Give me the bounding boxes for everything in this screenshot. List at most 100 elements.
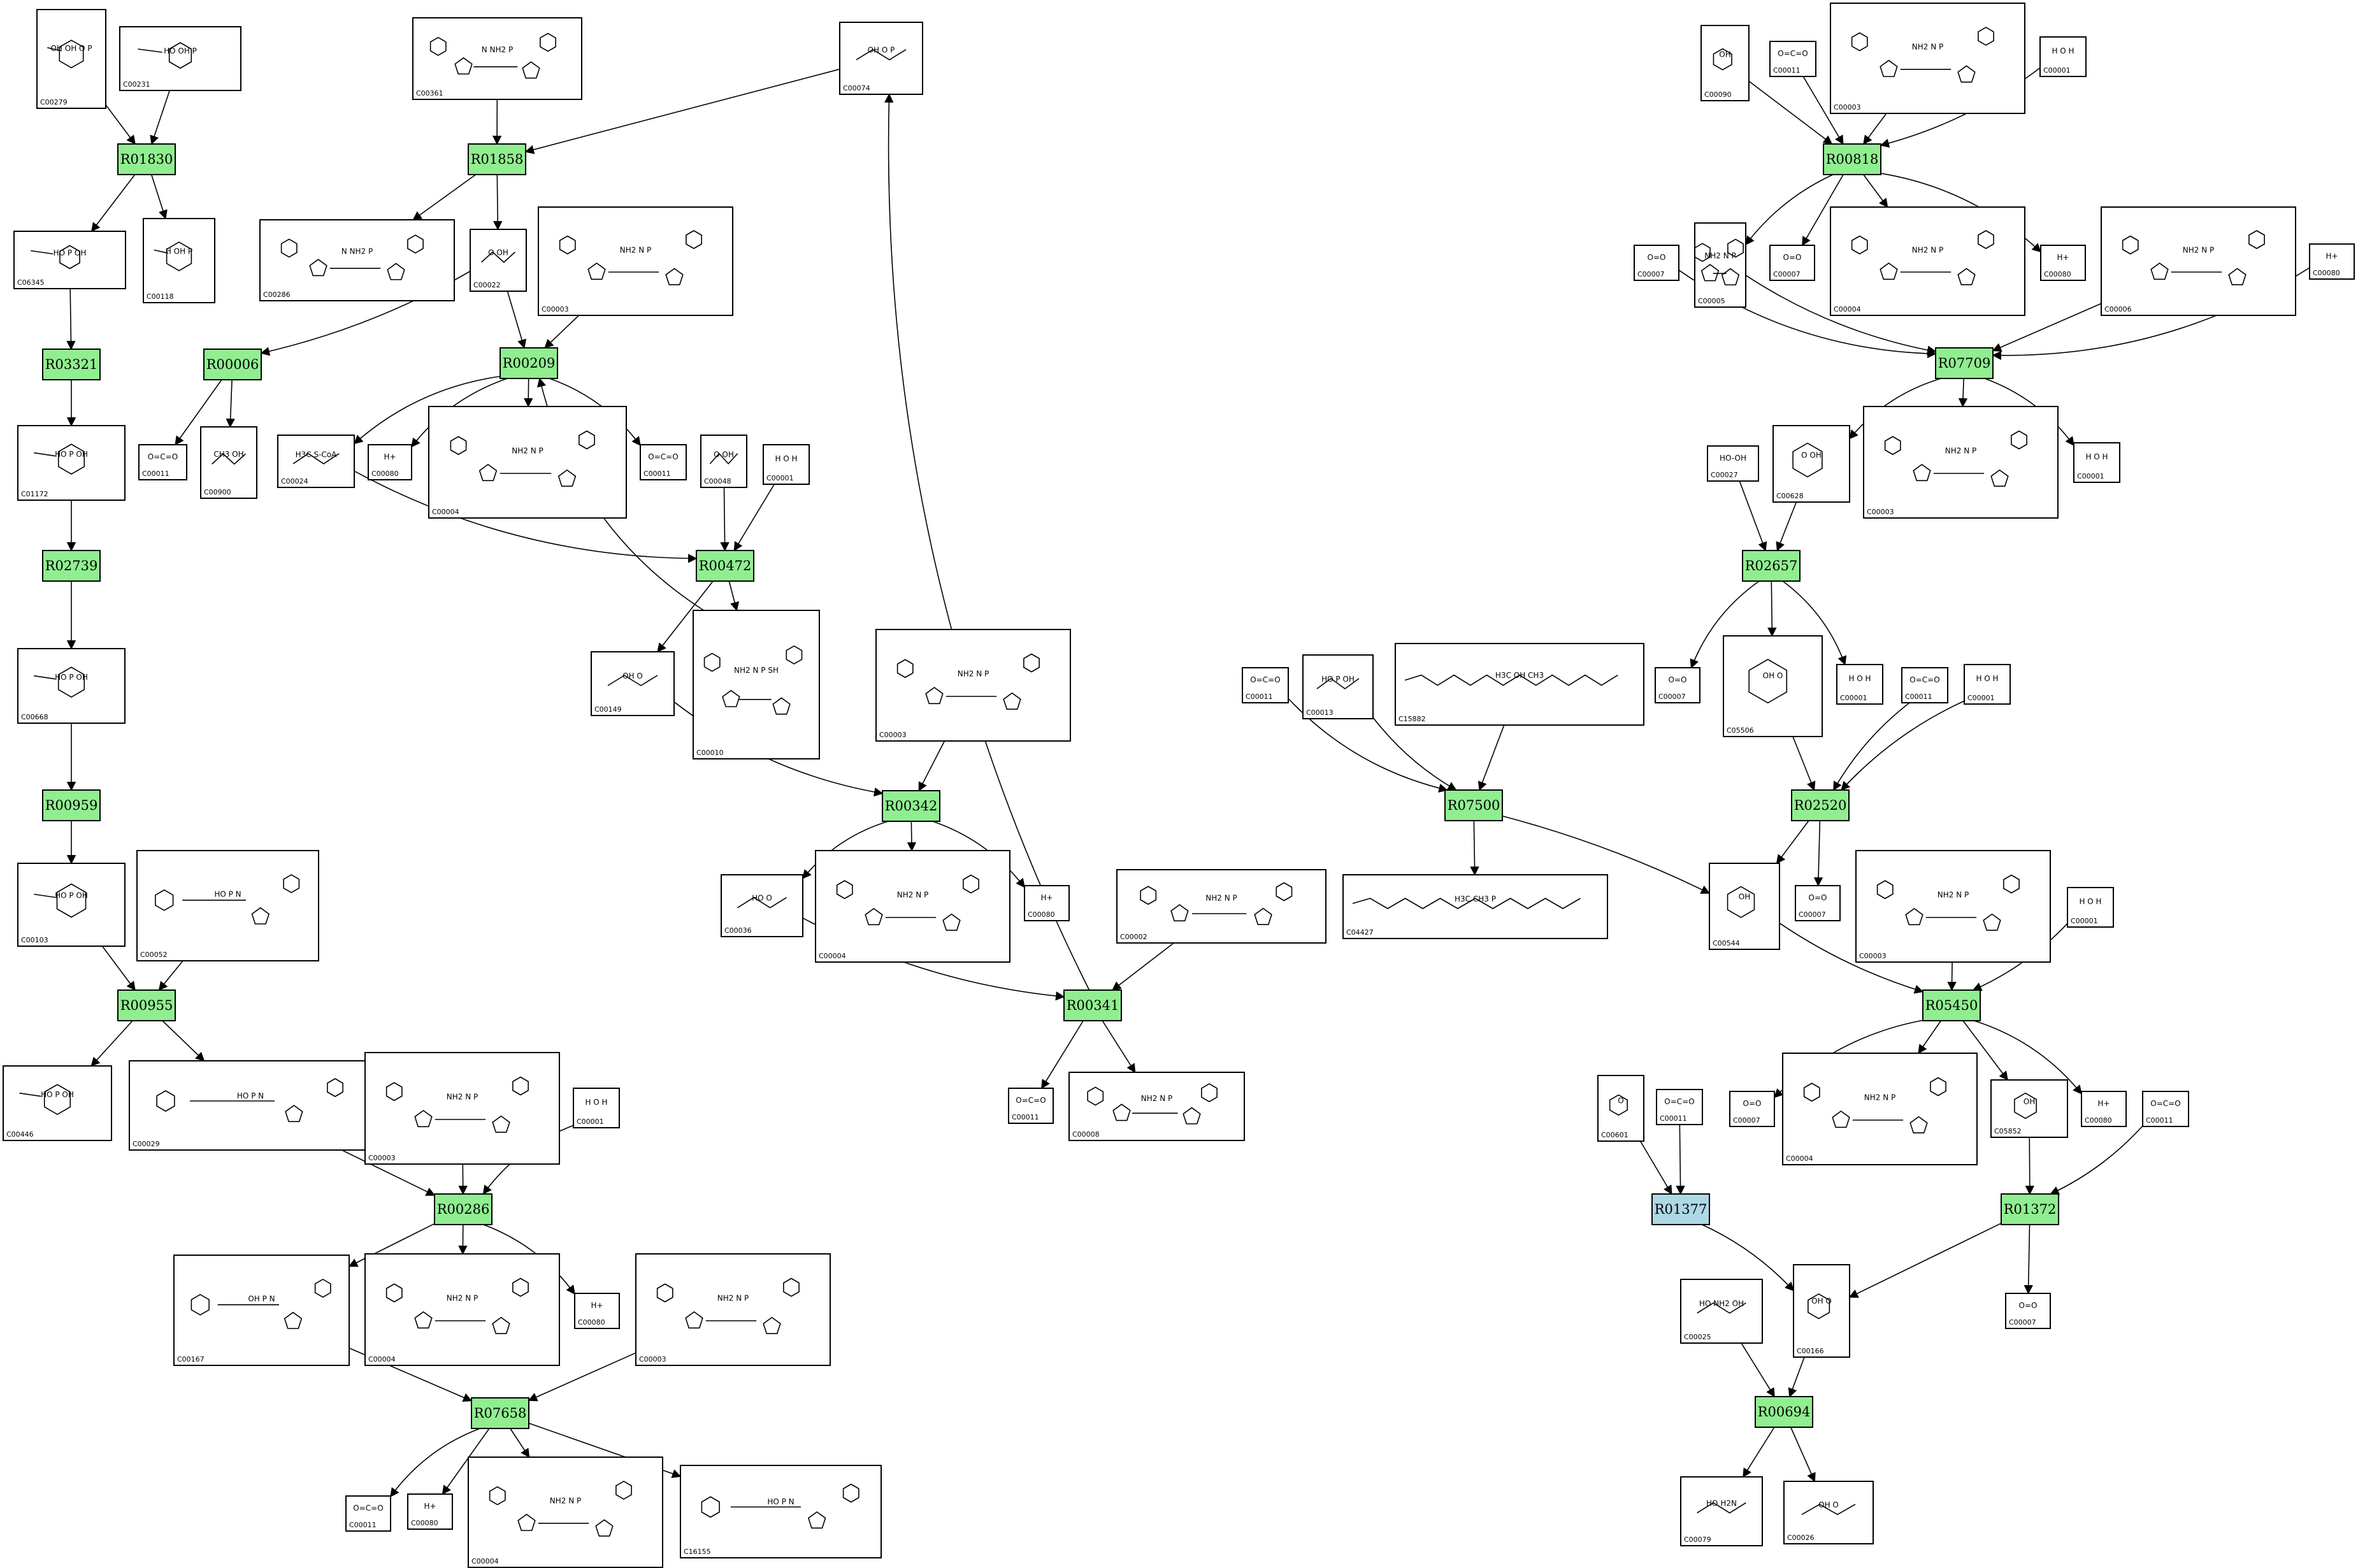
compound-node-c00080[interactable]: H+C00080 (407, 1493, 453, 1530)
compound-node-c00080[interactable]: H+C00080 (2040, 245, 2086, 281)
compound-node-c00080[interactable]: H+C00080 (2309, 243, 2355, 280)
reaction-node-r00286[interactable]: R00286 (434, 1193, 492, 1225)
compound-node-c00080[interactable]: H+C00080 (574, 1293, 620, 1329)
reaction-node-r07709[interactable]: R07709 (1935, 347, 1994, 379)
reaction-node-r02520[interactable]: R02520 (1791, 789, 1850, 821)
reaction-node-r02657[interactable]: R02657 (1742, 550, 1801, 582)
reaction-node-r02739[interactable]: R02739 (42, 550, 101, 582)
reaction-node-r00818[interactable]: R00818 (1823, 143, 1881, 175)
reaction-node-r00342[interactable]: R00342 (882, 790, 940, 822)
compound-node-c00080[interactable]: H+C00080 (2081, 1091, 2127, 1127)
reaction-node-r01858[interactable]: R01858 (468, 143, 526, 175)
reaction-node-r01372[interactable]: R01372 (2001, 1193, 2059, 1225)
compound-node-c00080[interactable]: H+C00080 (368, 444, 412, 480)
reaction-node-r00341[interactable]: R00341 (1063, 989, 1122, 1021)
reaction-node-r00006[interactable]: R00006 (203, 349, 262, 380)
reaction-node-r07500[interactable]: R07500 (1444, 789, 1503, 821)
reaction-node-r00209[interactable]: R00209 (500, 347, 558, 379)
reaction-node-r00955[interactable]: R00955 (117, 989, 176, 1021)
reaction-node-r00472[interactable]: R00472 (696, 550, 754, 582)
reaction-node-r00959[interactable]: R00959 (42, 789, 101, 821)
reaction-node-r01377[interactable]: R01377 (1651, 1193, 1710, 1225)
reaction-node-r05450[interactable]: R05450 (1922, 989, 1981, 1021)
reaction-node-r07658[interactable]: R07658 (471, 1397, 529, 1429)
reaction-node-r00694[interactable]: R00694 (1755, 1396, 1813, 1428)
reaction-node-r03321[interactable]: R03321 (42, 349, 101, 380)
reaction-node-r01830[interactable]: R01830 (117, 143, 176, 175)
compound-node-c00080[interactable]: H+C00080 (1024, 885, 1070, 921)
